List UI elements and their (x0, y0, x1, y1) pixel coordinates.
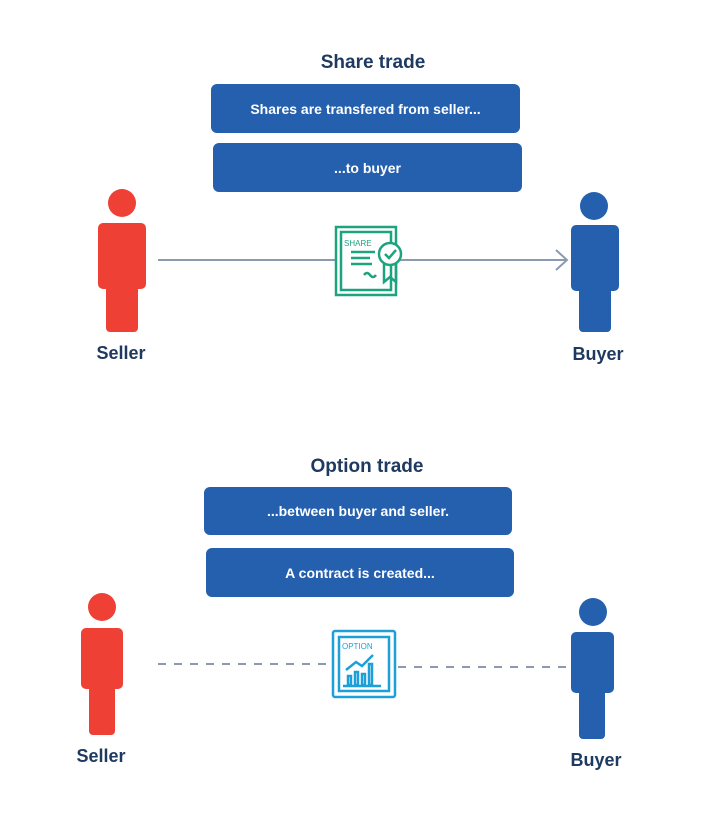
share-step-box-2: ...to buyer (213, 143, 522, 192)
arrow-head-icon (555, 249, 569, 271)
option-trade-title: Option trade (310, 456, 424, 477)
buyer-figure-icon (571, 598, 614, 739)
seller-figure-icon (98, 189, 146, 332)
option-chart-icon (331, 629, 397, 699)
share-icon-text: SHARE (344, 239, 372, 248)
seller-figure-icon (81, 593, 123, 735)
buyer-label: Buyer (572, 344, 624, 364)
share-certificate-icon (334, 225, 403, 297)
buyer-label: Buyer (570, 750, 622, 770)
seller-label: Seller (96, 343, 146, 363)
option-icon-text: OPTION (342, 642, 373, 651)
option-step-box-1: ...between buyer and seller. (204, 487, 512, 535)
share-step-box-1: Shares are transfered from seller... (211, 84, 520, 133)
seller-label: Seller (76, 746, 126, 766)
option-step-box-2: A contract is created... (206, 548, 514, 597)
share-trade-title: Share trade (320, 52, 426, 73)
buyer-figure-icon (571, 192, 619, 332)
